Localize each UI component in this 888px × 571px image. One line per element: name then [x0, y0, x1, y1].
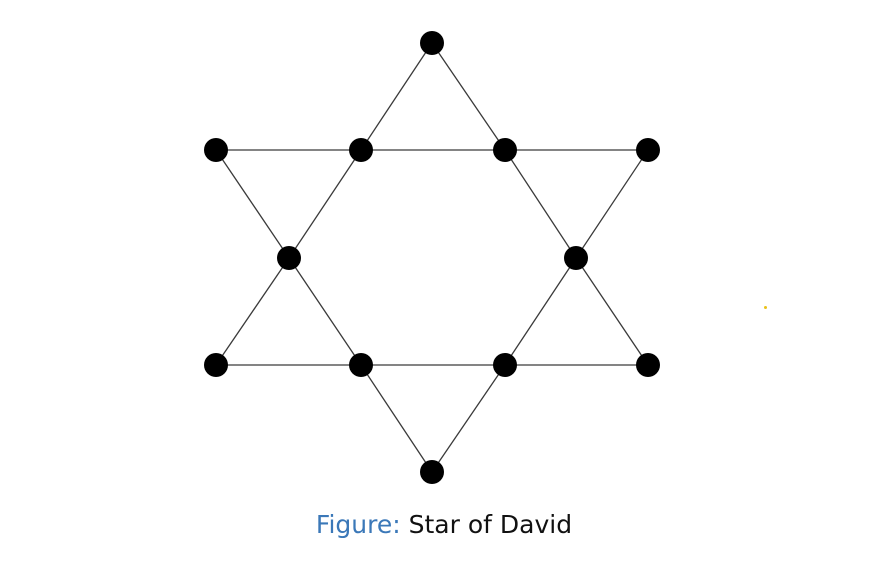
edge-top-upper-inner-left: [360, 42, 433, 151]
edge-lower-inner-left-middle-left: [288, 257, 362, 366]
node-middle-left: [277, 246, 301, 270]
node-bottom: [420, 460, 444, 484]
node-lower-inner-left: [349, 353, 373, 377]
edge-middle-right-lower-inner-right: [504, 257, 577, 366]
edge-middle-left-upper-left: [215, 149, 290, 259]
node-lower-right: [636, 353, 660, 377]
caption-label: Figure:: [315, 510, 401, 539]
figure-caption: Figure: Star of David: [0, 510, 888, 539]
edge-middle-right-upper-inner-right: [504, 149, 577, 259]
node-upper-inner-right: [493, 138, 517, 162]
node-upper-inner-left: [349, 138, 373, 162]
edge-upper-inner-left-middle-left: [288, 149, 362, 259]
graph-edges: [215, 42, 649, 473]
edge-middle-left-lower-left: [215, 257, 290, 366]
edge-upper-right-middle-right: [575, 149, 649, 259]
caption-text: Star of David: [400, 510, 573, 539]
node-lower-left: [204, 353, 228, 377]
edge-upper-inner-right-top: [431, 42, 506, 151]
node-upper-left: [204, 138, 228, 162]
node-top: [420, 31, 444, 55]
graph-nodes: [204, 31, 660, 484]
node-upper-right: [636, 138, 660, 162]
edge-lower-right-middle-right: [575, 257, 649, 366]
node-middle-right: [564, 246, 588, 270]
node-lower-inner-right: [493, 353, 517, 377]
edge-bottom-lower-inner-left: [360, 364, 433, 473]
edge-lower-inner-right-bottom: [431, 364, 506, 473]
stray-dot: [764, 306, 767, 309]
